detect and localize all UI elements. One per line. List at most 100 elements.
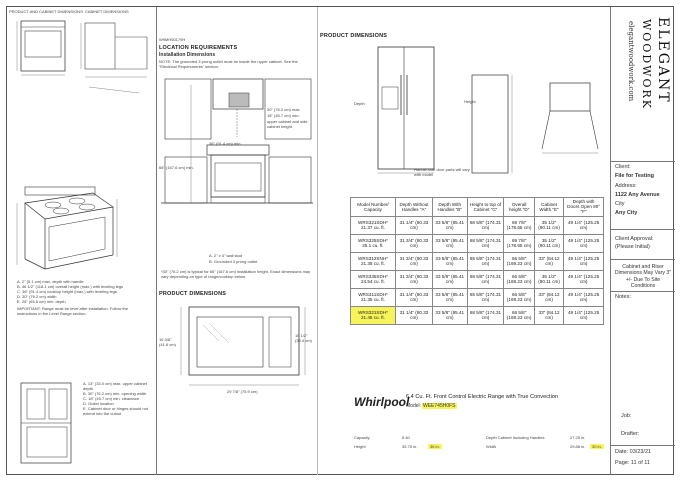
table-cell: 68 5/8" (174.31 cm) xyxy=(466,269,505,289)
legend-stud: A. 2" x 4" wall stud xyxy=(209,253,243,258)
riser-note: Cabinet and Riser Dimensions May Vary 3"… xyxy=(614,264,672,290)
whirlpool-logo: Whirlpool xyxy=(354,395,410,409)
logo-word-elegant: ELEGANT xyxy=(655,17,671,104)
table-header: Height to top of Cabinet "C" xyxy=(466,197,505,217)
notes-label: Notes: xyxy=(615,294,631,300)
legend-outlet: B. Grounded 3 prong outlet xyxy=(209,259,258,264)
product-dimensions-title: PRODUCT DIMENSIONS xyxy=(320,33,388,39)
fridge-caption: Handle-side door parts will vary with mo… xyxy=(414,167,470,177)
spec-key: Width xyxy=(486,444,497,449)
table-cell: WRS312SNH* 21.35 cu. ft. xyxy=(350,251,396,271)
table-cell: 66 5/8" (169.23 cm) xyxy=(503,269,535,289)
range-front-elevation xyxy=(16,20,66,76)
table-cell: 69 7/8" (178.65 cm) xyxy=(503,233,535,253)
table-cell: 65 5/8" (174.31 cm) xyxy=(466,287,505,307)
drawing-sheet: PRODUCT AND CABINET DIMENSIONS CABINET D… xyxy=(6,6,675,475)
table-cell: 49 1/4" (125.25 cm) xyxy=(563,215,604,235)
address-label: Address: xyxy=(615,183,637,189)
table-cell: 31 1/4" (80.33 cm) xyxy=(394,215,434,235)
job-label: Job: xyxy=(621,413,632,419)
logo-word-woodwork: WOODWORK xyxy=(640,19,653,110)
spec-value: 27.25 in. xyxy=(570,435,586,440)
spec-value: 6.40 xyxy=(402,435,410,440)
refrigerator-front xyxy=(377,46,435,174)
city-label: City xyxy=(615,201,625,207)
table-cell: 68 5/8" (174.31 cm) xyxy=(466,215,505,235)
notes-row: Notes: xyxy=(611,291,675,411)
callout-height: 66" (167.6 cm) min. xyxy=(159,165,194,170)
model-number: WEE745H0FS xyxy=(422,403,457,409)
table-cell: 49 1/4" (125.25 cm) xyxy=(563,269,604,289)
address-row: Address: 1122 Any Avenue City Any City xyxy=(611,181,675,229)
table-cell: WRS335SDH* 24.54 cu. ft. xyxy=(350,269,396,289)
spec-right: Depth Cabinet Including Handles 27.25 in… xyxy=(486,435,606,453)
callout-width: 36" (91.4 cm) min. xyxy=(209,141,242,146)
table-cell: WRS321SDH* 21.37 cu. ft. xyxy=(350,215,396,235)
table-row: WRS325SDH* 25.1 cu. ft. 31 3/4" (80.33 c… xyxy=(350,233,604,253)
table-cell: 35 1/2" (90.11 cm) xyxy=(533,215,565,235)
spec-value-highlighted: 30 in. xyxy=(590,444,604,449)
table-cell: 49 1/4" (125.25 cm) xyxy=(563,287,604,307)
spec-key: Height xyxy=(354,444,366,449)
cabinet-cutout-plan xyxy=(80,22,148,94)
spec-left: Capacity 6.40 Height 35.75 in. 36 in. xyxy=(354,435,464,453)
note-line: C. 18" (45.7 cm) min. clearance xyxy=(83,396,140,401)
note-line: A. 2" (5.1 cm) max. depth with handle xyxy=(17,279,84,284)
spec-key: Capacity xyxy=(354,435,370,440)
callout-min: 18" (45.7 cm) min. xyxy=(267,113,300,118)
page-label: Page: 11 of 11 xyxy=(615,460,650,466)
dimensions-table: Model Number/ Capacity Depth Without Han… xyxy=(350,197,604,325)
spec-key: Depth Cabinet Including Handles xyxy=(486,435,545,440)
table-header-row: Model Number/ Capacity Depth Without Han… xyxy=(350,197,604,217)
table-cell-highlighted: WRS321SDH* 21.45 cu. ft. xyxy=(350,305,396,325)
note-line: A. 13" (33.0 cm) max. upper cabinet dept… xyxy=(83,381,147,391)
approval-value: (Please Initial) xyxy=(615,244,650,250)
logo-website: elegantwoodwork.com xyxy=(627,21,635,102)
table-cell: 33" (84.12 cm) xyxy=(533,287,565,307)
table-cell: 49 1/4" (125.25 cm) xyxy=(563,305,604,325)
table-cell: 33 5/8" (85.41 cm) xyxy=(432,251,468,271)
refrigerator-top-view xyxy=(541,82,599,154)
table-cell: 66 5/8" (169.23 cm) xyxy=(503,251,535,271)
approval-row: Client Approval: (Please Initial) xyxy=(611,229,675,259)
table-cell: 33 5/8" (85.41 cm) xyxy=(432,215,468,235)
client-value: File for Testing xyxy=(615,173,655,179)
table-cell: 33 5/8" (85.41 cm) xyxy=(432,269,468,289)
note-line: B. 30" (76.2 cm) min. opening width xyxy=(83,391,147,396)
location-requirements-title: LOCATION REQUIREMENTS xyxy=(159,45,238,51)
wall-cabinet-elevation xyxy=(20,382,72,464)
callout-cabinet-height: upper cabinet and side cabinet height xyxy=(267,119,308,129)
table-cell: 68 5/8" (174.31 cm) xyxy=(466,305,505,325)
table-row-highlighted: WRS321SDH* 21.45 cu. ft. 31 1/4" (80.33 … xyxy=(350,305,604,325)
table-header: Model Number/ Capacity xyxy=(350,197,396,217)
note-line: B. 46 1/2" (118.1 cm) overall height (ma… xyxy=(17,284,124,289)
middle-drawing-panel: W9MH50179H LOCATION REQUIREMENTS Install… xyxy=(157,7,315,475)
table-cell: 35 1/2" (90.11 cm) xyxy=(533,269,565,289)
note-line: IMPORTANT: Range must be level after ins… xyxy=(17,306,129,316)
table-cell: WRS325SDH* 25.1 cu. ft. xyxy=(350,233,396,253)
installation-diagram xyxy=(161,78,313,204)
date-label: Date: 03/23/21 xyxy=(615,449,652,455)
model-label: Model: xyxy=(406,403,422,409)
note-line: D. Outlet location xyxy=(83,401,114,406)
table-cell: 31 1/4" (80.33 cm) xyxy=(394,305,434,325)
table-cell: 68 5/8" (174.31 cm) xyxy=(466,233,505,253)
spec-row: Height 35.75 in. 36 in. xyxy=(354,444,464,453)
callout-max: 30" (76.2 cm) max. xyxy=(267,107,301,112)
table-cell: 33" (84.12 cm) xyxy=(533,305,565,325)
address-value: 1122 Any Avenue xyxy=(615,192,660,198)
left-notes: A. 2" (5.1 cm) max. depth with handle B.… xyxy=(17,279,147,316)
dim-width: 29 7/8" (75.9 cm) xyxy=(227,389,258,394)
dim-depth: 15 1/2" (39.4 cm) xyxy=(295,333,312,343)
table-header: Depth Without Handles "A" xyxy=(394,197,434,217)
bottom-notes: A. 13" (33.0 cm) max. upper cabinet dept… xyxy=(83,381,153,416)
title-block: ELEGANT WOODWORK elegantwoodwork.com Cli… xyxy=(610,7,675,475)
table-cell: 66 5/8" (169.23 cm) xyxy=(503,287,535,307)
client-row: Client: File for Testing xyxy=(611,161,675,189)
table-row: WRS311SDH* 21.35 cu. ft. 31 1/4" (80.33 … xyxy=(350,287,604,307)
approval-label: Client Approval: xyxy=(615,236,654,242)
table-header: Overall height "D" xyxy=(503,197,535,217)
table-cell: 66 5/8" (169.23 cm) xyxy=(503,305,535,325)
table-cell: 35 1/2" (90.11 cm) xyxy=(533,233,565,253)
microwave-drawing xyxy=(180,306,306,386)
